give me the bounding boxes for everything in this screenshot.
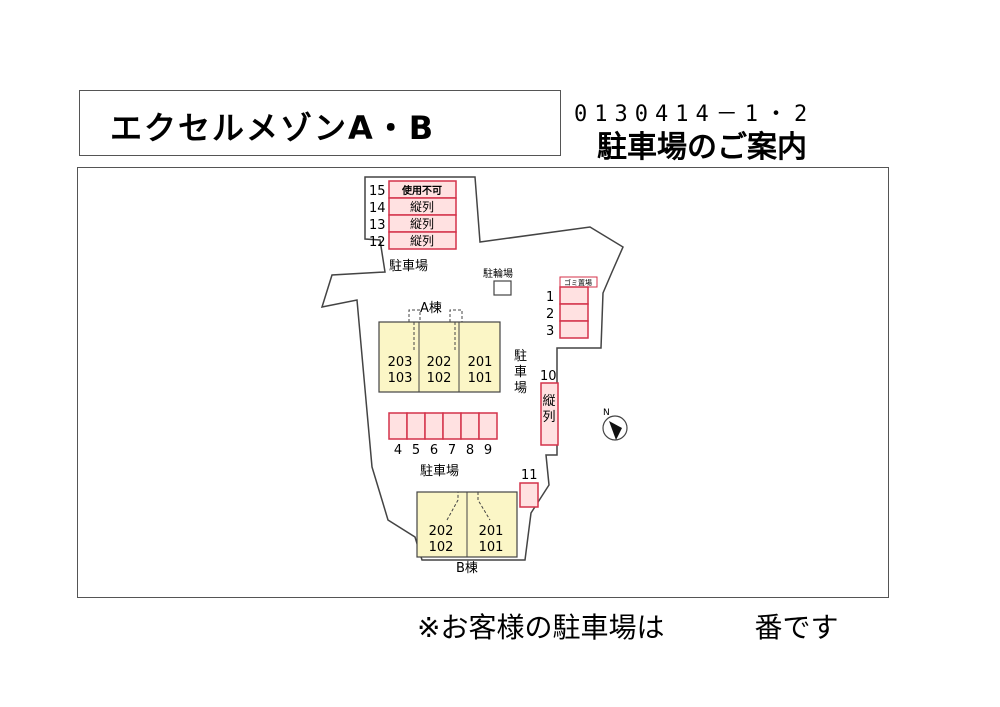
property-title: エクセルメゾンA・B — [110, 109, 436, 147]
title-box: エクセルメゾンA・B — [79, 90, 561, 156]
stall-9 — [478, 412, 498, 440]
stall-3 — [559, 320, 589, 339]
parking-label-vertical: 場 — [514, 381, 527, 396]
stall-label: 縦列 — [410, 200, 434, 214]
building-b-label: B棟 — [456, 561, 478, 576]
building-a-label: A棟 — [420, 301, 442, 316]
stall-number: 8 — [466, 443, 474, 458]
parking-label-top: 駐車場 — [389, 259, 428, 274]
stall-14: 14 縦列 — [369, 197, 457, 216]
stall-2 — [559, 303, 589, 322]
building-b: 202 102 201 101 — [416, 491, 518, 558]
stall-number: 12 — [369, 235, 386, 250]
stall-label: 使用不可 — [401, 184, 442, 197]
bicycle-parking-label: 駐輪場 — [483, 267, 513, 280]
stall-7 — [442, 412, 462, 440]
stall-number: 14 — [369, 201, 386, 216]
stall-10: 10 縦 列 — [540, 369, 559, 446]
stall-4 — [388, 412, 408, 440]
map-frame — [77, 167, 889, 598]
unit-upper: 201 — [468, 355, 493, 370]
footer-prefix: ※お客様の駐車場は — [417, 611, 665, 644]
parking-label-vertical: 車 — [514, 365, 527, 380]
unit-lower: 103 — [388, 371, 413, 386]
unit-lower: 101 — [468, 371, 493, 386]
stall-number: 4 — [394, 443, 402, 458]
stall-label: 縦列 — [410, 234, 434, 248]
stall-13: 13 縦列 — [369, 214, 457, 233]
stall-15: 15 使用不可 — [369, 180, 457, 199]
unit-upper: 201 — [479, 524, 504, 539]
north-arrow-icon: N — [602, 408, 628, 441]
unit-lower: 102 — [429, 540, 454, 555]
stall-8 — [460, 412, 480, 440]
stall-12: 12 縦列 — [369, 231, 457, 250]
building-a: 203 103 202 102 201 101 — [378, 309, 501, 393]
unit-upper: 203 — [388, 355, 413, 370]
stall-number: 13 — [369, 218, 386, 233]
parking-label-vertical: 駐 — [514, 349, 527, 364]
stall-11: 11 — [519, 468, 539, 508]
unit-upper: 202 — [429, 524, 454, 539]
stall-label: 縦 — [542, 394, 555, 409]
stall-number: 11 — [521, 468, 538, 483]
stall-number: 2 — [546, 307, 554, 322]
parking-guide-heading: 駐車場のご案内 — [597, 130, 807, 165]
bicycle-parking — [493, 280, 512, 296]
footer-note: ※お客様の駐車場は 番です — [417, 606, 838, 646]
stall-number: 10 — [540, 369, 557, 384]
garbage-area-label: ゴミ置場 — [564, 278, 592, 287]
stall-number: 1 — [546, 290, 554, 305]
property-code: 0130414－1・2 — [574, 102, 815, 127]
footer-suffix: 番です — [754, 611, 839, 644]
unit-lower: 102 — [427, 371, 452, 386]
unit-upper: 202 — [427, 355, 452, 370]
parking-label-middle: 駐車場 — [420, 464, 459, 479]
stall-6 — [424, 412, 444, 440]
top-stalls: 15 使用不可 14 縦列 13 縦列 12 縦列 — [369, 180, 457, 250]
stall-number: 9 — [484, 443, 492, 458]
stall-number: 5 — [412, 443, 420, 458]
stall-number: 15 — [369, 184, 386, 199]
north-label: N — [603, 408, 610, 418]
stall-number: 6 — [430, 443, 438, 458]
unit-lower: 101 — [479, 540, 504, 555]
right-stalls: 1 2 3 — [546, 286, 589, 339]
stall-number: 7 — [448, 443, 456, 458]
stall-1 — [559, 286, 589, 305]
stall-5 — [406, 412, 426, 440]
stall-number: 3 — [546, 324, 554, 339]
stall-label: 縦列 — [410, 217, 434, 231]
stall-label: 列 — [542, 410, 555, 425]
row-stalls: 4 5 6 7 8 9 — [388, 412, 498, 458]
